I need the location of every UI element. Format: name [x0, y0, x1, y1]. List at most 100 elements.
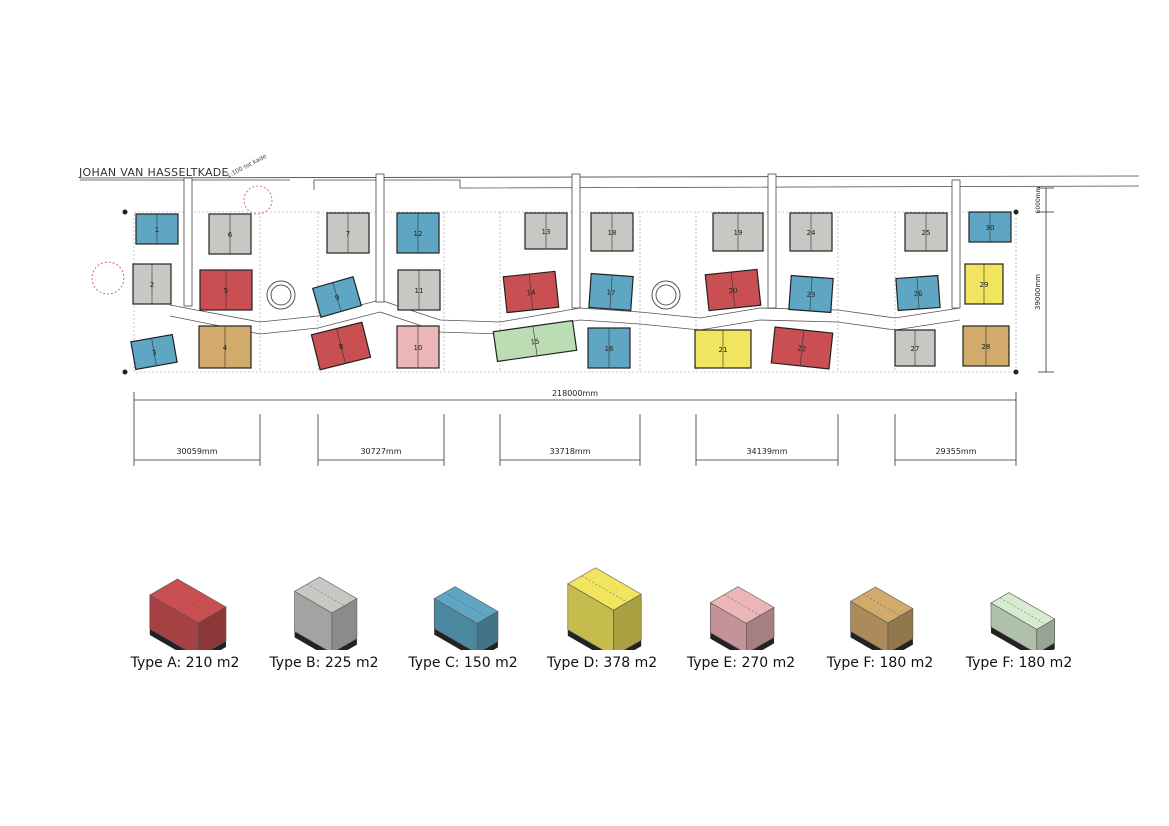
legend-label: Type D: 378 m2	[546, 655, 658, 671]
lot: 5	[199, 269, 253, 311]
block-ridge	[724, 594, 761, 616]
lot: 1	[135, 213, 179, 245]
lot: 4	[198, 325, 252, 369]
lot-number: 27	[911, 345, 920, 353]
lot: 9	[311, 276, 363, 318]
lot: 25	[904, 212, 948, 252]
lot-number: 4	[223, 344, 228, 352]
building-block-icon	[990, 592, 1056, 660]
lot-number: 26	[913, 290, 923, 299]
lot-number: 13	[542, 228, 551, 236]
lot-number: 12	[414, 230, 423, 238]
building-block-icon	[433, 586, 499, 660]
lot: 21	[694, 329, 752, 369]
lot-number: 25	[922, 229, 931, 237]
legend-label: Type E: 270 m2	[686, 655, 796, 671]
lot-divider	[799, 330, 805, 366]
lot-number: 19	[734, 229, 743, 237]
lot: 12	[396, 212, 440, 254]
legend-label: Type F: 180 m2	[826, 655, 934, 671]
tree-markers	[91, 185, 273, 295]
lot-divider	[916, 277, 920, 309]
lot-number: 30	[986, 224, 995, 232]
dim-height: 39000mm	[1034, 274, 1042, 310]
segment-dimension: 33718mm	[549, 447, 590, 456]
lot-number: 14	[526, 288, 536, 297]
segment-dimension: 34139mm	[746, 447, 787, 456]
lot-number: 20	[728, 287, 738, 296]
type-legend: Type A: 210 m2 Type B: 225 m2 Type C: 150 …	[120, 555, 1100, 685]
lot-number: 5	[224, 287, 228, 295]
lot: 18	[590, 212, 634, 252]
lot: 17	[588, 272, 634, 312]
lot: 22	[770, 326, 834, 370]
lot: 2	[132, 263, 172, 305]
legend-item: Type C: 150 m2	[398, 555, 528, 671]
block-ridge	[581, 575, 628, 603]
lot-number: 22	[797, 345, 807, 354]
lot-divider	[151, 338, 157, 366]
lot: 30	[968, 211, 1012, 243]
lot: 19	[712, 212, 764, 252]
lot-number: 1	[155, 226, 159, 234]
street-name: JOHAN VAN HASSELTKADE	[78, 166, 229, 179]
dim-total: 218000mm	[552, 389, 598, 398]
building-block-icon	[567, 567, 642, 663]
legend-item: Type F: 180 m2	[815, 555, 945, 671]
lot: 24	[789, 212, 833, 252]
building-block-icon	[149, 578, 227, 663]
lot: 14	[502, 270, 560, 314]
lot-divider	[528, 274, 534, 310]
building-block-icon	[849, 586, 914, 659]
lot-number: 23	[806, 291, 815, 300]
lot-number: 9	[334, 294, 341, 303]
lot-number: 29	[980, 281, 989, 289]
block-ridge	[306, 583, 345, 607]
lot-number: 18	[608, 229, 617, 237]
lot-divider	[332, 282, 342, 312]
lot: 15	[492, 319, 578, 363]
lot-number: 11	[415, 287, 424, 295]
lot-divider	[730, 272, 736, 308]
lot-number: 8	[338, 343, 344, 352]
lot: 6	[208, 213, 252, 255]
lot: 23	[788, 274, 834, 314]
legend-item: Type A: 210 m2	[120, 555, 250, 671]
legend-label: Type B: 225 m2	[269, 655, 379, 671]
legend-item: Type E: 270 m2	[676, 555, 806, 671]
lot: 10	[396, 325, 440, 369]
segment-dimension: 29355mm	[935, 447, 976, 456]
legend-label: Type C: 150 m2	[408, 655, 518, 671]
block-ridge	[163, 586, 213, 616]
lot: 27	[894, 329, 936, 367]
lot-divider	[609, 275, 613, 309]
lot-number: 7	[346, 230, 350, 238]
lot-divider	[336, 328, 346, 364]
lot-number: 16	[605, 345, 614, 353]
lot: 7	[326, 212, 370, 254]
lot-number: 6	[228, 231, 233, 239]
legend-item: Type F: 180 m2	[954, 555, 1084, 671]
roundabout	[266, 280, 681, 310]
lot-number: 28	[982, 343, 991, 351]
lot: 16	[587, 327, 631, 369]
segment-dimension: 30059mm	[176, 447, 217, 456]
lot: 3	[130, 333, 178, 371]
lot-number: 2	[150, 281, 154, 289]
block-ridge	[999, 597, 1046, 625]
lot: 29	[964, 263, 1004, 305]
legend-label: Type A: 210 m2	[130, 655, 240, 671]
building-block-icon	[709, 586, 775, 660]
lot-number: 24	[807, 229, 816, 237]
lot: 8	[310, 321, 372, 371]
lot-number: 15	[530, 337, 540, 346]
lot: 26	[895, 274, 941, 312]
legend-item: Type D: 378 m2	[537, 555, 667, 671]
street	[79, 175, 1140, 190]
lot: 28	[962, 325, 1010, 367]
legend-item: Type B: 225 m2	[259, 555, 389, 671]
lot: 20	[704, 268, 762, 312]
